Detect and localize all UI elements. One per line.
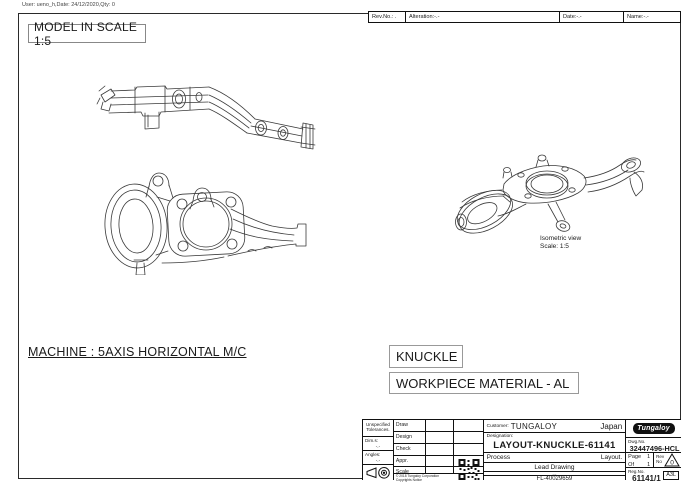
check-date-cell [454,444,483,455]
title-block: Unspecified Tolerances. Dim.s: -.- Angle… [362,419,681,483]
customer-row: Customer: TUNGALOY Japan [483,420,626,433]
projection-symbol-icon [363,465,393,479]
material-note-box: WORKPIECE MATERIAL - AL [389,372,579,394]
logo-row: Tungaloy [626,420,681,438]
isometric-view-drawing [455,154,645,234]
isometric-view-label: Isometric view Scale: 1:5 [540,235,581,251]
draw-date-cell [454,420,483,431]
angles-label: Angles: [365,452,381,457]
dwg-no-value: 32447496-HCL [629,444,680,453]
reg-no-label: Reg.No. [628,469,645,474]
rev-date-cell: Date:-.- [559,12,623,22]
customer-label: Customer: [486,423,509,429]
page-rev-row: Page 1 Of 1 Rev No 0 [626,453,681,468]
machine-note: MACHINE : 5AXIS HORIZONTAL M/C [28,345,247,359]
user-info-text: User: ueno_h,Date: 24/12/2020,Qty: 0 [22,2,115,8]
customer-country: Japan [600,421,623,431]
part-name-box: KNUCKLE [389,345,463,368]
copyright-note: © 2018 Tungaloy Corporation Copyrights N… [394,474,483,483]
page-label: Page [628,454,642,460]
tungaloy-logo: Tungaloy [632,423,675,434]
page-cell: Page 1 Of 1 [626,453,655,468]
tolerances-header: Unspecified Tolerances. [363,420,393,437]
designation-value: LAYOUT-KNUCKLE-61141 [493,440,616,451]
design-name-cell [426,432,454,443]
dwg-no-label: Dwg.No. [628,439,646,444]
process-row: Process Layout. [483,453,626,463]
qr-code [458,459,480,480]
copyright-line1: © 2018 Tungaloy Corporation [395,474,440,478]
approvals-column: Draw Design Check Appr. Scale © 2018 Tun… [392,420,483,483]
draw-label: Draw [394,420,426,431]
angles-value: -.- [363,458,393,465]
of-value: 1 [647,461,651,468]
copyright-line2: Copyrights Notice [395,477,422,482]
front-view-drawing [104,172,307,275]
draw-name-cell [426,420,454,431]
design-date-cell [454,432,483,443]
rev-triangle-icon: 0 [664,453,680,467]
drawing-number-column: Tungaloy Dwg.No. 32447496-HCL Page 1 Of 1 … [625,420,681,483]
page-value: 1 [647,454,651,460]
doc-number-row: FL-40029659 [536,475,573,482]
reg-no-value: 61141/1 [632,474,661,483]
rev-label-line2: No [656,459,662,464]
designation-column: Customer: TUNGALOY Japan Designation: LA… [482,420,626,482]
designation-row: Designation: LAYOUT-KNUCKLE-61141 [483,433,626,453]
rev-cell: Rev No 0 [654,453,681,467]
check-name-cell [426,444,454,455]
dims-value: -.- [363,444,393,451]
process-label: Process [486,454,511,461]
isometric-view-scale: Scale: 1:5 [540,243,569,250]
drawing-type-sub-row: -.- [483,471,626,476]
reg-no-row: Reg.No. 61141/1 A3L [626,468,681,483]
isometric-view-title: Isometric view [540,235,582,242]
check-label: Check [394,444,426,455]
designation-label: Designation: [486,434,514,439]
appr-label: Appr. [394,456,426,466]
svg-text:0: 0 [670,460,674,467]
scale-value-cell [426,467,454,473]
top-view-drawing [96,85,316,150]
of-label: Of [628,461,634,468]
drawing-type-row: Lead Drawing [483,463,626,472]
rev-no-cell: Rev.No.: . [372,14,397,20]
alteration-cell: Alteration:-.- [405,12,559,22]
dims-label: Dim.s: [365,438,379,443]
tolerances-column: Unspecified Tolerances. Dim.s: -.- Angle… [363,420,393,480]
sheet-border [18,13,681,479]
revision-bar: Rev.No.: . Alteration:-.- Date:-.- Name:… [368,11,681,23]
customer-value: TUNGALOY [510,421,558,431]
dwg-no-row: Dwg.No. 32447496-HCL [626,438,681,453]
rev-label-line1: Rev [656,454,665,459]
sheet-size-badge: A3L [663,470,679,480]
scale-label: Scale [394,467,426,475]
design-label: Design [394,432,426,443]
rev-name-cell: Name:-.- [623,12,680,22]
process-value: Layout. [600,454,623,461]
appr-name-cell [426,456,454,466]
model-scale-note: MODEL IN SCALE 1:5 [28,20,146,48]
